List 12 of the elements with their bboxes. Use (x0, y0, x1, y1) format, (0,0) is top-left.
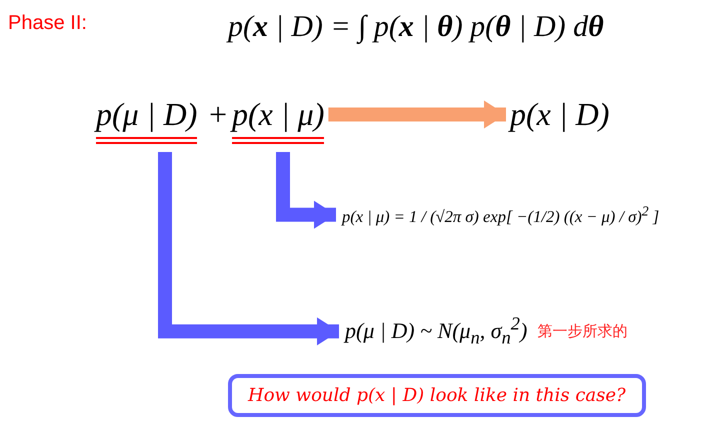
math-expression: p(μ | D) (96, 96, 198, 144)
math-expression: p(x | D) (510, 96, 610, 133)
arrow (276, 152, 336, 229)
math-expression: p(x | μ) (232, 96, 324, 144)
plus-sign: + (207, 96, 229, 133)
arrow (328, 100, 506, 128)
equation: p(x | D) = ∫ p(x | θ) p(θ | D) dθ (228, 10, 604, 44)
note: 第一步所求的 (537, 322, 628, 341)
heading: Phase II: (8, 12, 87, 35)
arrow (158, 152, 339, 346)
question-box: How would p(x | D) look like in this case? (228, 374, 646, 417)
math-expression: p(x | μ) = 1 / (√2π σ) exp[ −(1/2) ((x − μ) / σ)$^{2}$ ] (342, 203, 660, 226)
